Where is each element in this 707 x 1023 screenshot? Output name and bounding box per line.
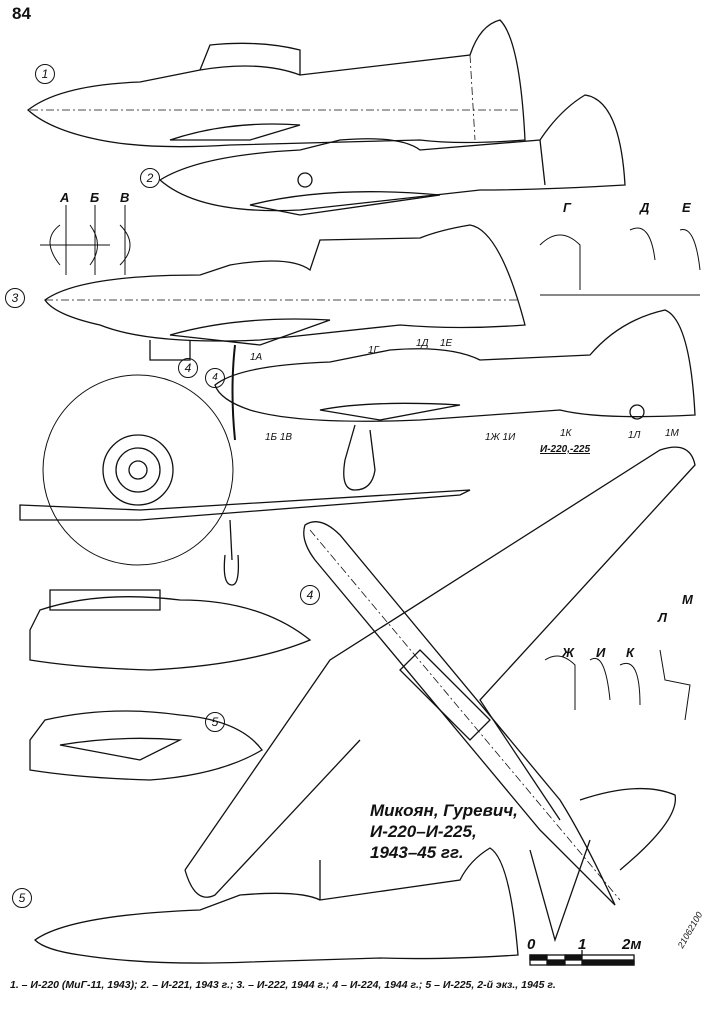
section-label: Л <box>658 610 667 625</box>
side-view-4-nose <box>29 589 312 671</box>
section-label: Ж <box>562 645 575 660</box>
view-number-front: 4 <box>205 368 225 388</box>
view-number: 5 <box>205 712 225 732</box>
side-view-2 <box>158 94 626 216</box>
section-label: И <box>596 645 606 660</box>
view-number: 5 <box>12 888 32 908</box>
station-mark: 1Г <box>368 345 380 356</box>
section-label: Б <box>90 190 100 205</box>
station-mark: 1Ж 1И <box>485 432 516 443</box>
section-label: Е <box>682 200 691 215</box>
station-mark: 1Д <box>416 338 429 349</box>
scale-tick-label: 2м <box>622 936 642 953</box>
section-label: Д <box>640 200 650 215</box>
view-number: 2 <box>140 168 160 188</box>
view-number: 4 <box>300 585 320 605</box>
section-label: К <box>626 645 634 660</box>
view-number: 3 <box>5 288 25 308</box>
section-profiles <box>40 205 701 721</box>
view-number: 4 <box>178 358 198 378</box>
side-view-3 <box>44 224 526 361</box>
scale-tick-label: 1 <box>578 936 587 953</box>
view-number: 1 <box>35 64 55 84</box>
drawing-title: Микоян, Гуревич, И-220–И-225, 1943–45 гг… <box>370 800 518 863</box>
station-mark: 1К <box>560 428 572 439</box>
side-view-5 <box>33 847 519 964</box>
station-mark: 1Б 1В <box>265 432 293 443</box>
section-label: А <box>60 190 70 205</box>
section-label: Г <box>563 200 571 215</box>
figure-caption: 1. – И-220 (МиГ-11, 1943); 2. – И-221, 1… <box>10 979 556 991</box>
side-view-4 <box>214 309 696 491</box>
station-mark: 1Е <box>440 338 453 349</box>
section-label: В <box>120 190 130 205</box>
station-mark: 1М <box>665 428 679 439</box>
wing-label: И-220,-225 <box>540 444 590 455</box>
title-line: Микоян, Гуревич, <box>370 801 518 820</box>
section-label: М <box>682 592 693 607</box>
top-view <box>184 446 696 943</box>
station-mark: 1А <box>250 352 263 363</box>
title-line: И-220–И-225, <box>370 822 477 841</box>
front-view-4 <box>19 374 471 586</box>
side-view-1 <box>26 19 526 148</box>
scale-tick-label: 0 <box>527 936 536 953</box>
title-line: 1943–45 гг. <box>370 843 464 862</box>
scale-bar <box>529 950 635 966</box>
page-number: 84 <box>12 4 31 23</box>
side-view-5-nose <box>29 710 263 781</box>
station-mark: 1Л <box>628 430 641 441</box>
